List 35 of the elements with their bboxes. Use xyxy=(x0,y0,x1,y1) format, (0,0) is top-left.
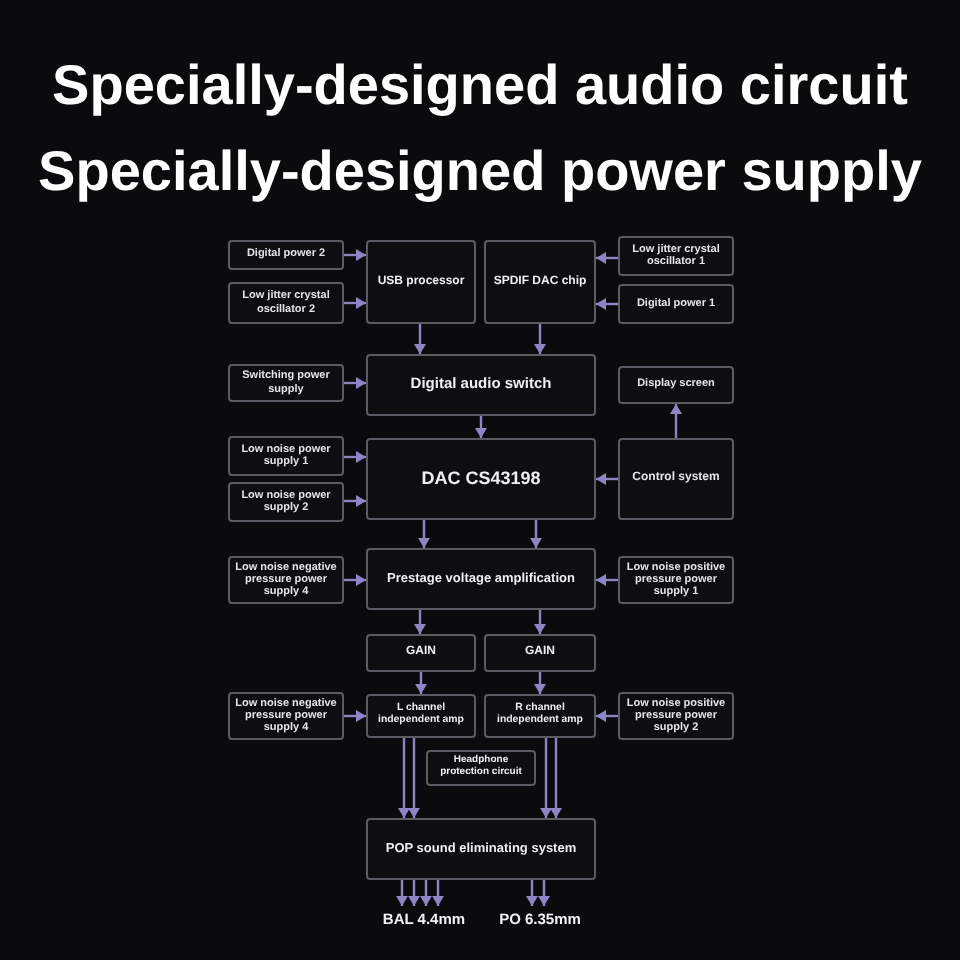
arrow xyxy=(344,495,366,507)
arrow xyxy=(344,710,366,722)
arrow xyxy=(540,738,552,818)
arrow xyxy=(670,404,682,438)
subtitle: Specially-designed power supply xyxy=(36,138,924,206)
arrow xyxy=(344,451,366,463)
arrow xyxy=(408,880,420,906)
arrow xyxy=(398,738,410,818)
arrow xyxy=(475,416,487,438)
title: Specially-designed audio circuit xyxy=(50,52,910,120)
arrow xyxy=(415,672,427,694)
arrow xyxy=(530,520,542,548)
arrow xyxy=(534,610,546,634)
arrow xyxy=(596,298,618,310)
process-box: DAC CS43198 xyxy=(366,438,596,520)
arrow xyxy=(534,672,546,694)
arrow xyxy=(418,520,430,548)
arrow xyxy=(526,880,538,906)
arrow xyxy=(596,710,618,722)
arrow xyxy=(538,880,550,906)
arrow xyxy=(414,610,426,634)
arrow xyxy=(596,252,618,264)
arrow xyxy=(396,880,408,906)
arrow xyxy=(550,738,562,818)
arrow xyxy=(344,249,366,261)
arrow xyxy=(408,738,420,818)
arrow xyxy=(420,880,432,906)
arrow xyxy=(596,473,618,485)
arrow xyxy=(414,324,426,354)
arrow xyxy=(432,880,444,906)
arrow xyxy=(534,324,546,354)
arrow xyxy=(344,377,366,389)
arrow xyxy=(596,574,618,586)
arrow xyxy=(344,297,366,309)
arrow xyxy=(344,574,366,586)
